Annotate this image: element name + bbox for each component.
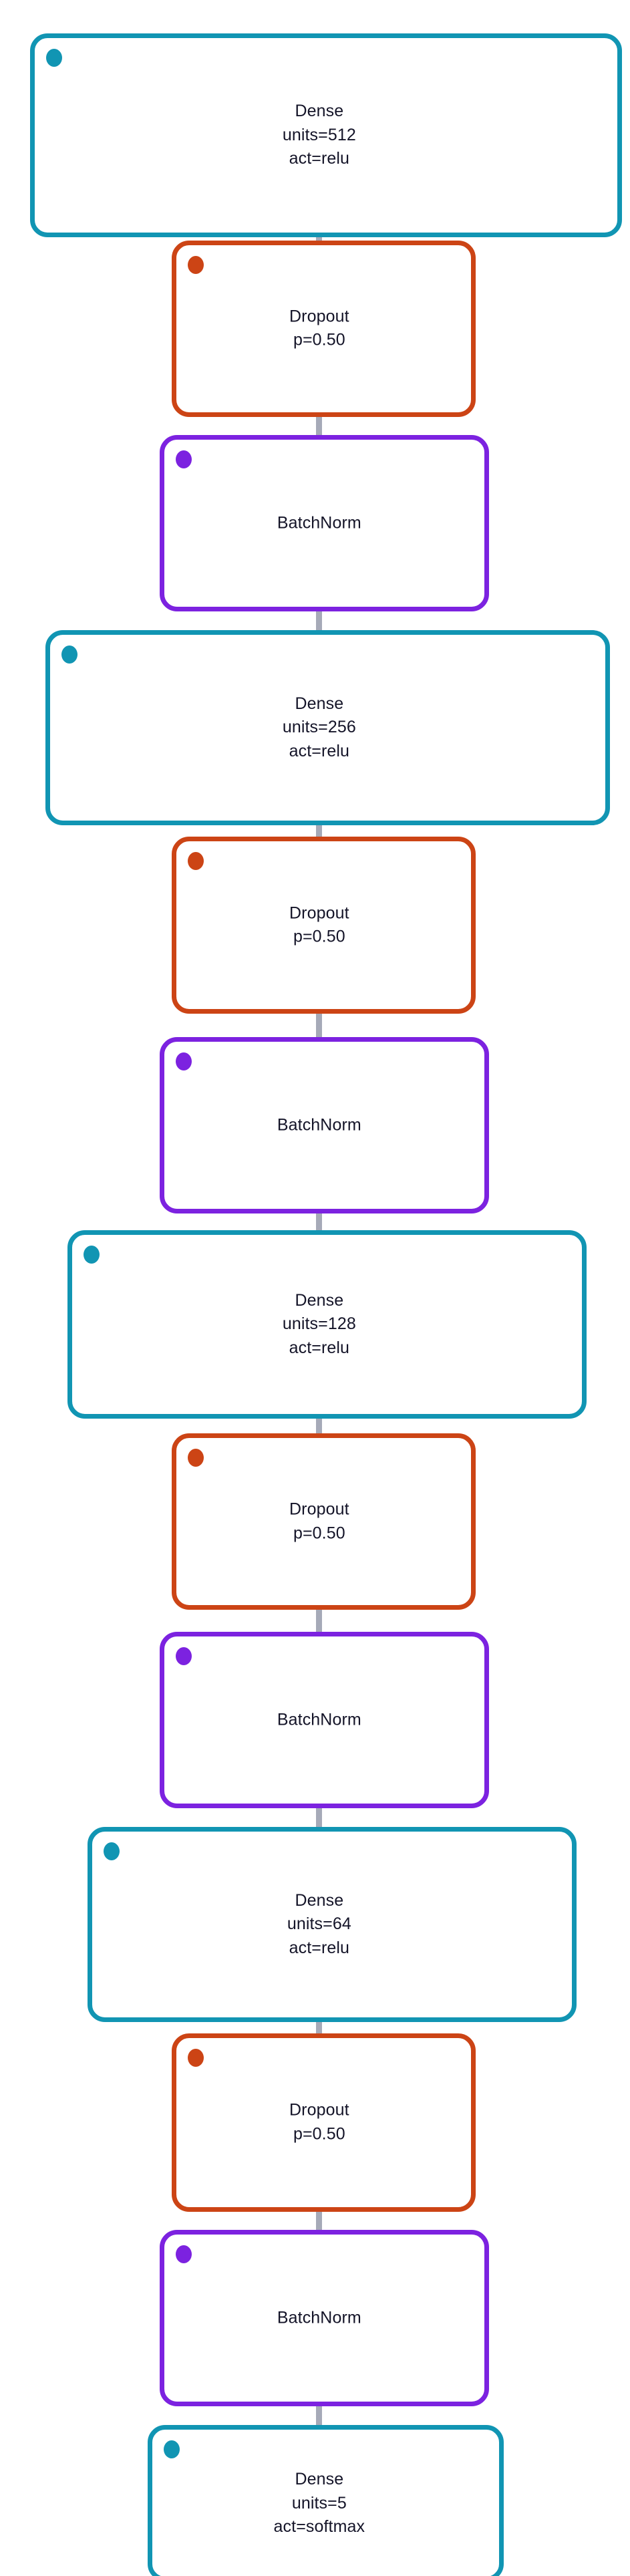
layer-label: BatchNorm <box>159 1113 479 1137</box>
layer-label-line: act=relu <box>289 149 350 168</box>
connector-line <box>316 579 323 661</box>
layer-label-line: act=relu <box>289 1938 350 1957</box>
dense-marker-dot-icon <box>61 646 77 664</box>
connector-line <box>316 383 323 464</box>
batchnorm-marker-dot-icon <box>175 1052 192 1070</box>
layer-label-line: units=512 <box>282 125 356 144</box>
connector-line <box>316 2178 323 2259</box>
connector-line <box>316 1776 323 1856</box>
layer-node-dropout[interactable]: Dropout p=0.50 <box>171 1433 476 1610</box>
layer-label: Dense units=512 act=relu <box>28 100 610 171</box>
connector-line <box>316 2374 323 2454</box>
layer-node-dense[interactable]: Dense units=512 act=relu <box>28 33 622 237</box>
dropout-marker-dot-icon <box>187 1449 204 1467</box>
layer-label-line: Dense <box>295 2469 344 2488</box>
batchnorm-marker-dot-icon <box>175 2245 192 2264</box>
layer-label: Dropout p=0.50 <box>172 901 466 949</box>
layer-node-dropout[interactable]: Dropout p=0.50 <box>171 2033 476 2212</box>
layer-label-line: p=0.50 <box>293 1524 345 1543</box>
dense-marker-dot-icon <box>83 1245 100 1264</box>
batchnorm-marker-dot-icon <box>175 450 192 469</box>
dropout-marker-dot-icon <box>187 255 204 274</box>
dense-marker-dot-icon <box>46 49 63 67</box>
layer-label-line: p=0.50 <box>293 330 345 349</box>
layer-label-line: Dropout <box>289 1499 349 1519</box>
layer-label-line: units=256 <box>282 718 356 737</box>
layer-node-dense[interactable]: Dense units=256 act=relu <box>45 630 610 825</box>
layer-label-line: Dropout <box>289 903 349 922</box>
layer-node-dropout[interactable]: Dropout p=0.50 <box>171 240 476 417</box>
layer-label: BatchNorm <box>159 1708 479 1732</box>
layer-label-line: act=relu <box>289 741 350 760</box>
layer-label-line: BatchNorm <box>277 1710 361 1729</box>
layer-node-batchnorm[interactable]: BatchNorm <box>159 2230 489 2407</box>
layer-label: Dropout p=0.50 <box>172 1498 466 1546</box>
layer-label: Dense units=5 act=softmax <box>146 2468 492 2539</box>
layer-label: Dense units=256 act=relu <box>41 692 597 764</box>
layer-label-line: p=0.50 <box>293 2124 345 2144</box>
layer-label: BatchNorm <box>159 512 479 536</box>
layer-label-line: Dropout <box>289 307 349 326</box>
dropout-marker-dot-icon <box>187 2049 204 2067</box>
connector-line <box>316 1989 323 2062</box>
layer-label-line: act=softmax <box>273 2517 365 2536</box>
layer-node-dropout[interactable]: Dropout p=0.50 <box>171 837 476 1014</box>
layer-label-line: units=128 <box>282 1314 356 1334</box>
layer-label-line: Dense <box>295 1890 344 1910</box>
connector-line <box>316 1388 323 1463</box>
layer-label: Dropout p=0.50 <box>172 305 466 352</box>
layer-label-line: Dense <box>295 694 344 713</box>
dense-marker-dot-icon <box>164 2440 180 2459</box>
layer-node-dense[interactable]: Dense units=5 act=softmax <box>148 2425 504 2576</box>
connector-line <box>316 980 323 1064</box>
dropout-marker-dot-icon <box>187 852 204 871</box>
layer-label: Dropout p=0.50 <box>172 2099 466 2146</box>
layer-label-line: BatchNorm <box>277 2308 361 2327</box>
layer-label-line: Dense <box>295 1290 344 1310</box>
layer-label-line: units=5 <box>291 2493 347 2513</box>
layer-node-batchnorm[interactable]: BatchNorm <box>159 1632 489 1809</box>
layer-label: BatchNorm <box>159 2307 479 2331</box>
layer-node-batchnorm[interactable]: BatchNorm <box>159 1036 489 1213</box>
layer-node-batchnorm[interactable]: BatchNorm <box>159 435 489 612</box>
layer-label-line: BatchNorm <box>277 513 361 533</box>
connector-line <box>316 795 323 866</box>
layer-label-line: Dropout <box>289 2100 349 2120</box>
dense-marker-dot-icon <box>103 1842 120 1860</box>
layer-node-dense[interactable]: Dense units=64 act=relu <box>87 1826 577 2022</box>
layer-node-dense[interactable]: Dense units=128 act=relu <box>67 1230 587 1419</box>
layer-label-line: Dense <box>295 102 344 121</box>
connector-line <box>316 1576 323 1661</box>
layer-label-line: p=0.50 <box>293 927 345 946</box>
batchnorm-marker-dot-icon <box>175 1647 192 1666</box>
layer-label-line: act=relu <box>289 1338 350 1357</box>
connector-line <box>316 1181 323 1259</box>
layer-label: Dense units=64 act=relu <box>80 1888 559 1960</box>
layer-label: Dense units=128 act=relu <box>64 1289 574 1361</box>
layer-label-line: BatchNorm <box>277 1115 361 1135</box>
layer-label-line: units=64 <box>287 1914 351 1933</box>
